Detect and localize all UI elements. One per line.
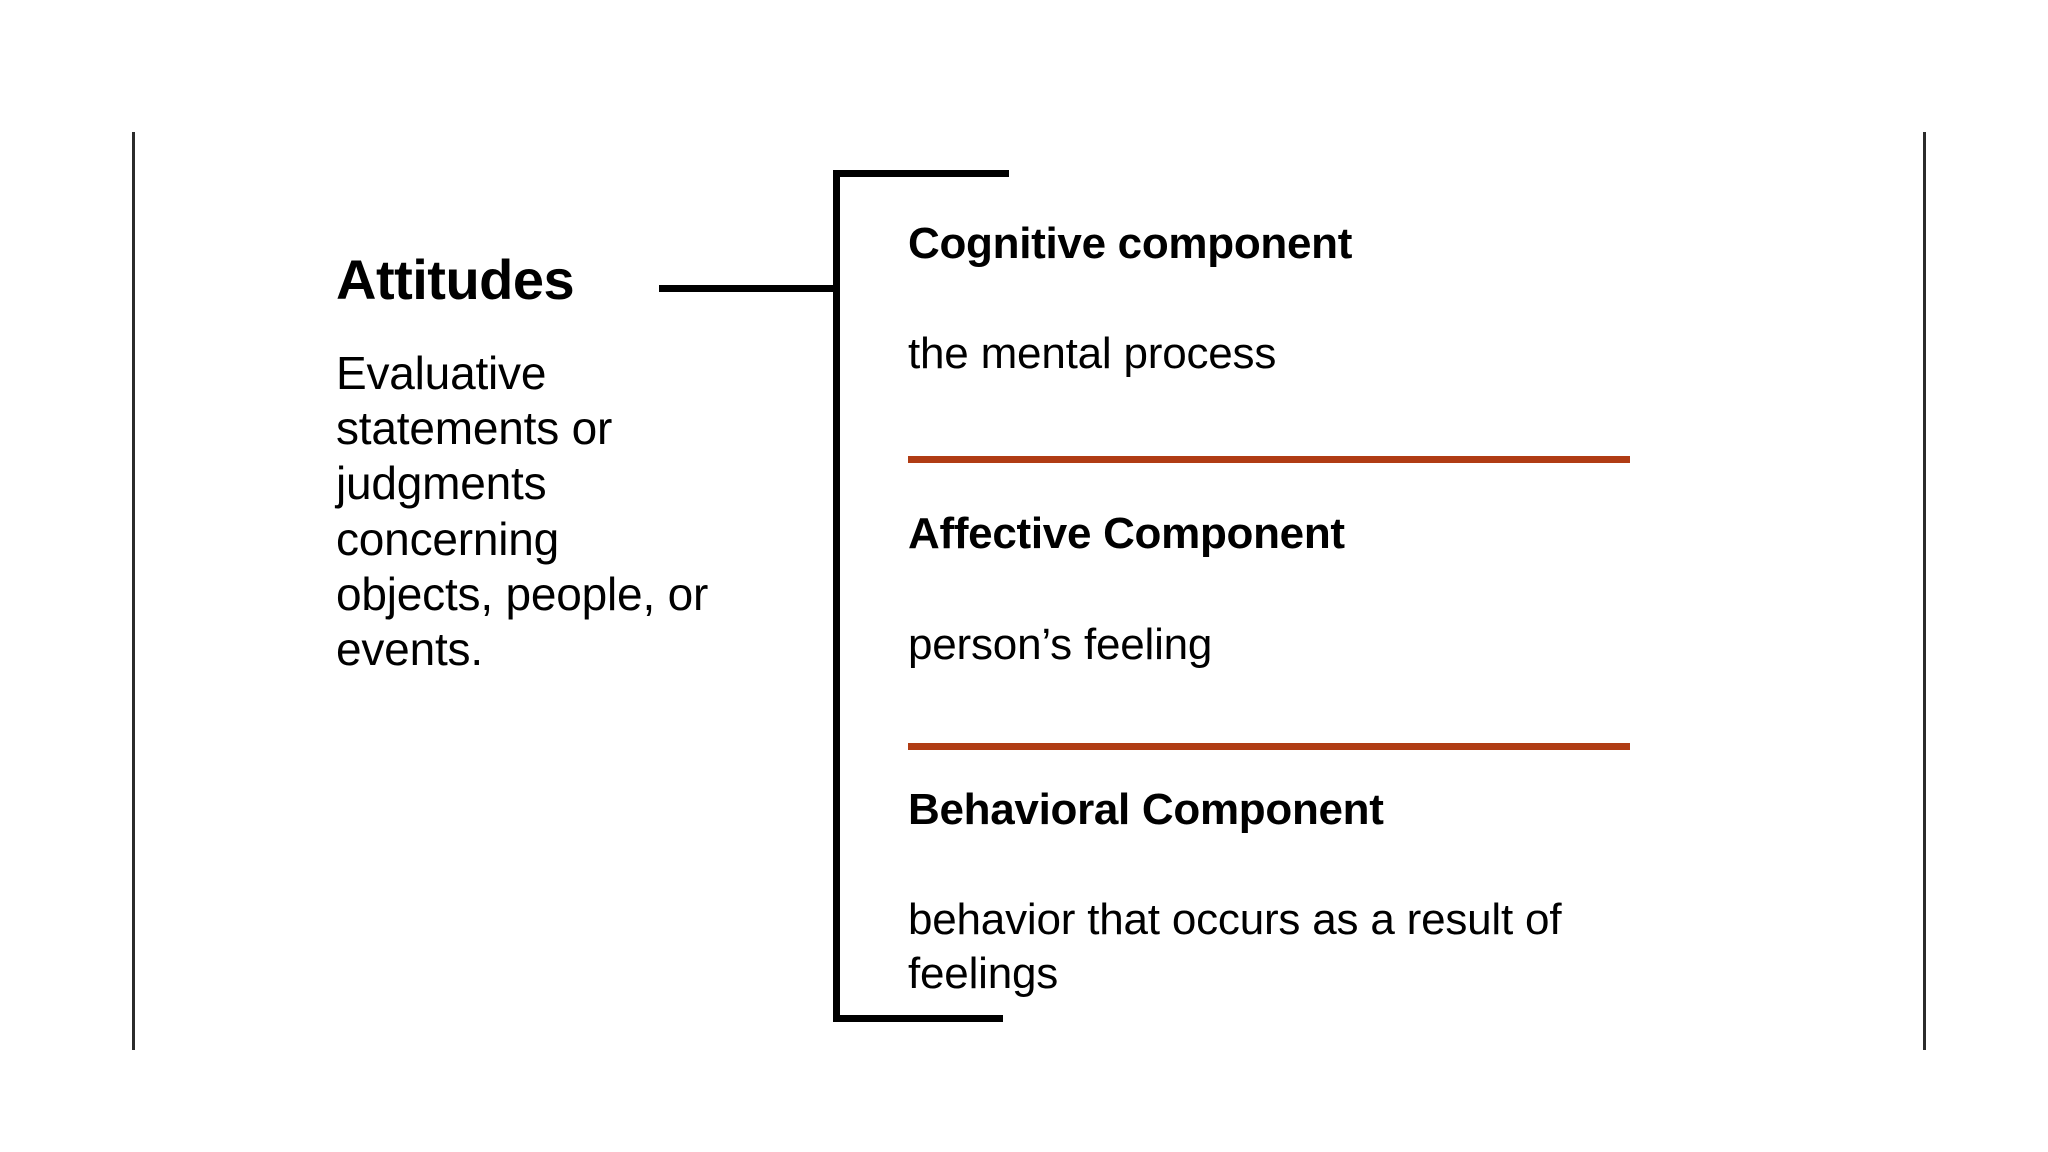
bracket-bottom-arm	[833, 1015, 1003, 1022]
page-title: Attitudes	[336, 248, 575, 311]
attitudes-definition: Evaluative statements or judgments conce…	[336, 347, 709, 675]
behavioral-component-body: behavior that occurs as a result of feel…	[908, 895, 1562, 998]
left-column: Attitudes Evaluative statements or judgm…	[336, 252, 736, 677]
affective-component-body: person’s feeling	[908, 620, 1213, 669]
divider-affective-behavioral	[908, 743, 1630, 750]
left-frame-rule	[132, 132, 135, 1050]
cognitive-component-heading: Cognitive component	[908, 219, 1353, 268]
right-frame-rule	[1923, 132, 1926, 1050]
divider-cognitive-affective	[908, 456, 1630, 463]
title-to-bracket-connector	[659, 285, 839, 292]
behavioral-component-heading: Behavioral Component	[908, 785, 1384, 834]
cognitive-component-body: the mental process	[908, 329, 1277, 378]
bracket-top-arm	[833, 170, 1009, 177]
affective-component-heading: Affective Component	[908, 509, 1345, 558]
bracket-vertical-line	[833, 170, 840, 1022]
